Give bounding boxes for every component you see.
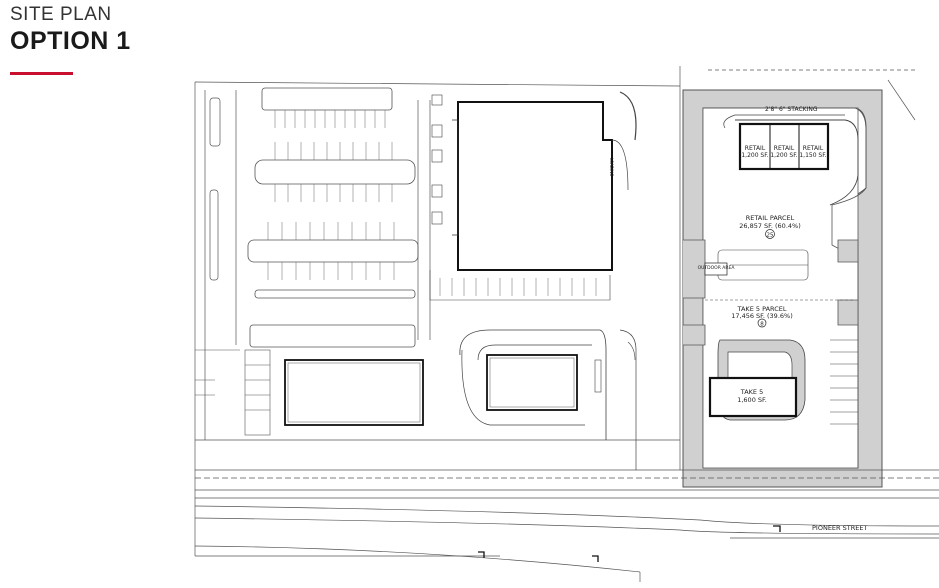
title-accent-rule	[10, 72, 73, 75]
retail-unit-3-area: 1,150 SF.	[799, 152, 826, 159]
drive-thru-lane	[735, 119, 859, 206]
retail-unit-1-area: 1,200 SF.	[741, 152, 768, 159]
site-outline	[194, 66, 939, 556]
take5-parcel-name: TAKE 5 PARCEL	[737, 305, 787, 313]
take5-building-name: TAKE 5	[740, 388, 763, 396]
take5-building-area: 1,600 SF.	[737, 396, 767, 404]
anchor-building: LOADING	[452, 91, 637, 271]
outdoor-area-label: OUTDOOR AREA	[698, 265, 736, 271]
street-name-label: PIONEER STREET	[812, 524, 867, 532]
traffic-arrow	[478, 525, 781, 562]
retail-parcel-stalls: 25	[767, 233, 774, 239]
page-subtitle: SITE PLAN	[10, 4, 112, 25]
stacking-label: 2'8" 6" STACKING	[765, 106, 818, 113]
pad-building-west	[284, 359, 424, 426]
take5-building: TAKE 5 1,600 SF.	[708, 376, 798, 418]
retail-unit-3-name: RETAIL	[803, 145, 824, 152]
take5-parcel-area: 17,456 SF. (39.6%)	[731, 312, 792, 320]
retail-unit-2-name: RETAIL	[774, 145, 795, 152]
parking-lot	[247, 87, 419, 348]
loading-label: LOADING	[609, 158, 614, 176]
take5-parcel-stalls: 8	[760, 322, 764, 328]
retail-unit-1-name: RETAIL	[745, 145, 766, 152]
retail-parcel-name: RETAIL PARCEL	[746, 214, 795, 222]
retail-parcel-area: 26,857 SF. (60.4%)	[739, 222, 800, 230]
retail-unit-2-area: 1,200 SF.	[770, 152, 797, 159]
pad-building-east	[459, 329, 607, 440]
page-title: OPTION 1	[10, 27, 131, 55]
landscape-island	[683, 324, 706, 346]
retail-building: RETAIL 1,200 SF. RETAIL 1,200 SF. RETAIL…	[738, 122, 830, 171]
street	[194, 489, 939, 582]
